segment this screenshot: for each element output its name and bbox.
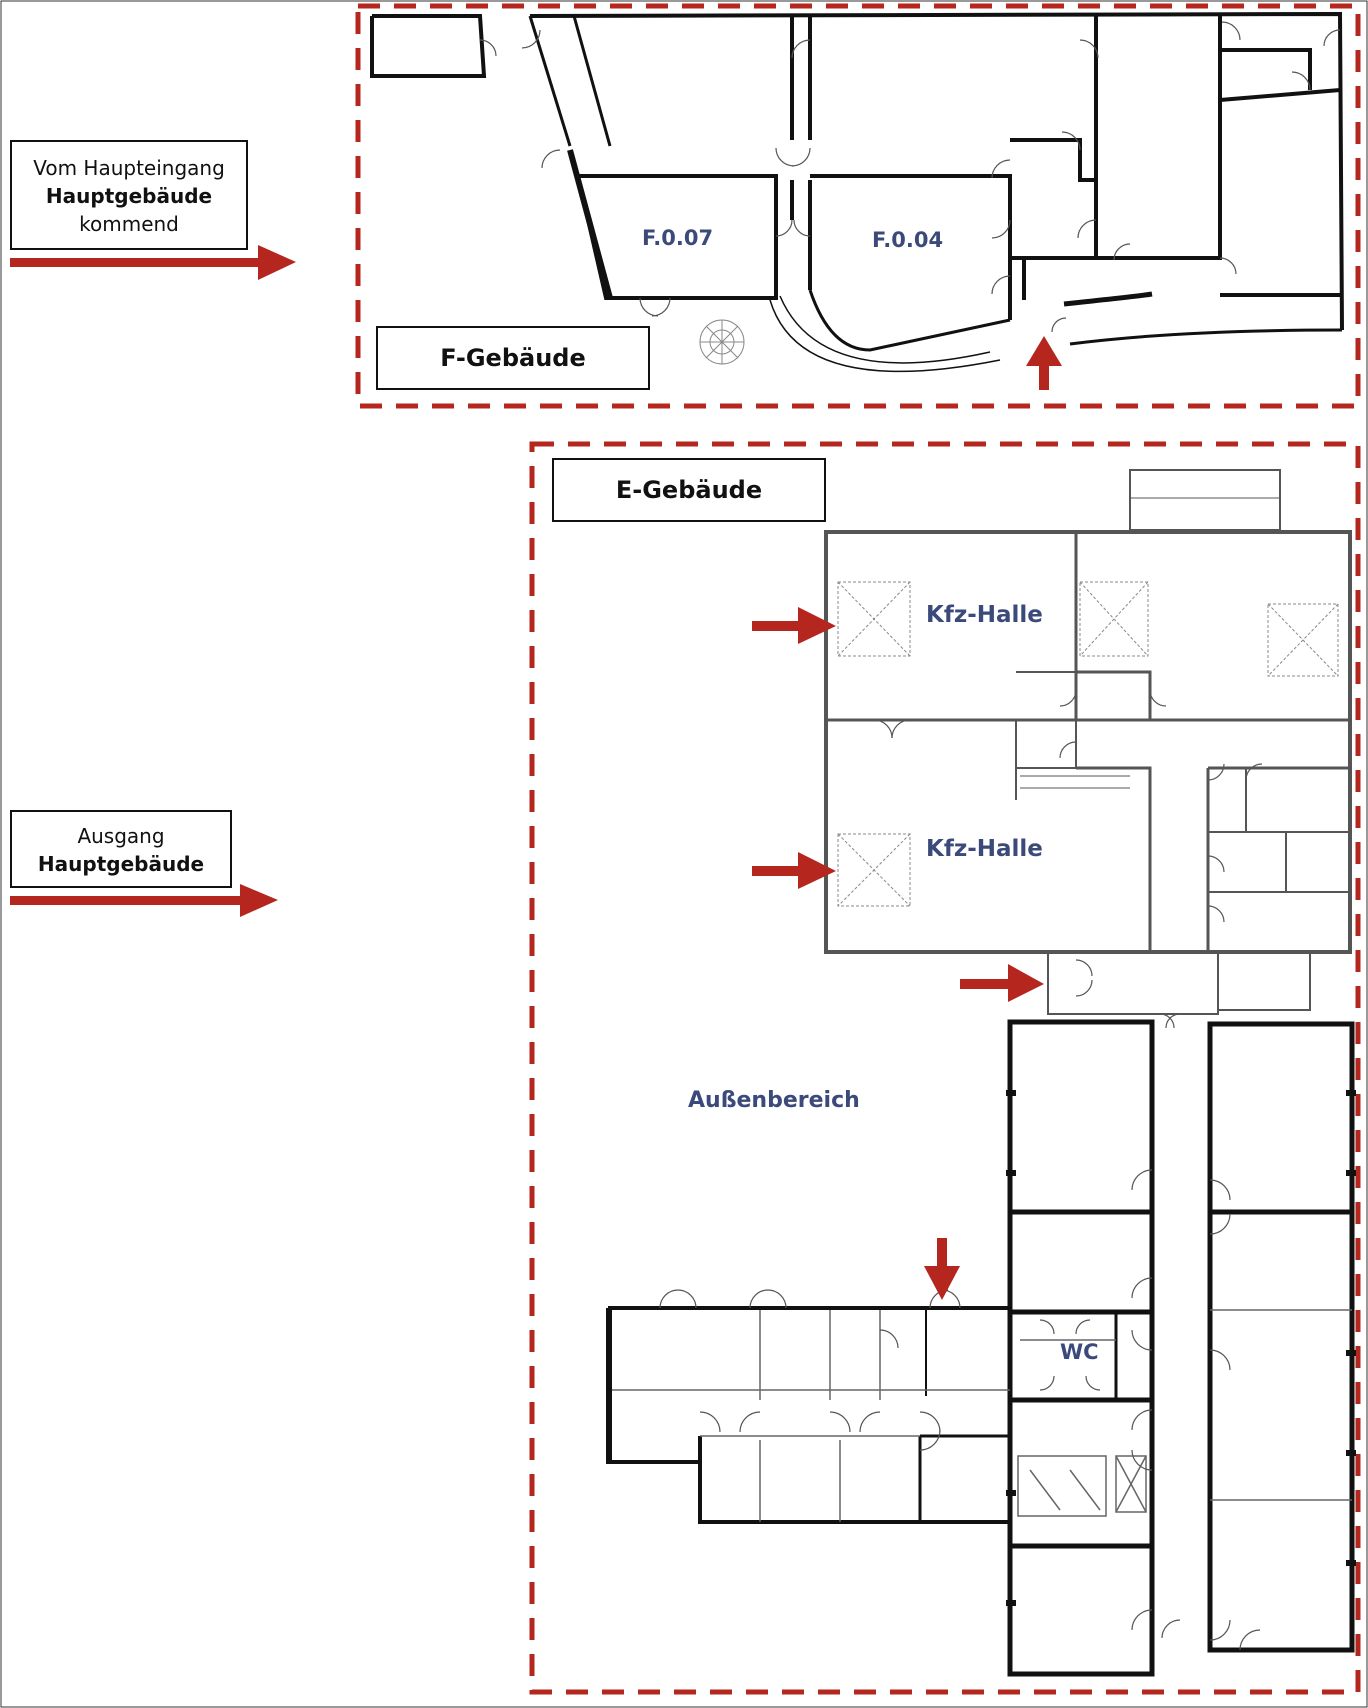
e-building-zone xyxy=(529,441,1361,1695)
red-arrows xyxy=(10,245,1062,1300)
exit-info-box: Ausgang Hauptgebäude xyxy=(10,810,232,888)
arrow-right-icon-kfz-2 xyxy=(752,852,836,889)
vehicle-lift-markings xyxy=(837,581,1339,907)
e-building-label: E-Gebäude xyxy=(552,458,826,522)
e-lower-wing-walls xyxy=(606,1019,1355,1677)
f-door-swings xyxy=(479,21,1341,333)
arrow-down-icon-lower-wing xyxy=(924,1238,960,1300)
arrow-right-icon-entrance xyxy=(10,245,296,280)
exit-line-1: Ausgang xyxy=(77,824,165,848)
room-wc: WC xyxy=(1060,1340,1099,1364)
f-building-zone xyxy=(355,3,1361,409)
room-f004: F.0.04 xyxy=(872,228,944,252)
area-aussenbereich: Außenbereich xyxy=(688,1088,860,1113)
arrow-right-icon-exit xyxy=(10,884,278,917)
room-kfz-halle-1: Kfz-Halle xyxy=(926,602,1043,628)
f-building-label: F-Gebäude xyxy=(376,326,650,390)
entrance-line-2: Hauptgebäude xyxy=(45,184,213,208)
arrow-right-icon-connector xyxy=(960,964,1044,1002)
e-lower-inner-walls xyxy=(610,1309,1352,1522)
entrance-line-3: kommend xyxy=(79,212,179,236)
spiral-stair-icon xyxy=(699,319,745,365)
f-building-walls xyxy=(370,11,1344,373)
window-markers xyxy=(606,1090,1356,1606)
room-f007: F.0.07 xyxy=(642,226,714,250)
exit-line-2: Hauptgebäude xyxy=(37,852,205,876)
e-building-walls xyxy=(824,469,1352,1015)
entrance-info-box: Vom Haupteingang Hauptgebäude kommend xyxy=(10,140,248,250)
e-door-swings xyxy=(659,689,1263,1651)
arrow-right-icon-kfz-1 xyxy=(752,607,836,644)
entrance-line-1: Vom Haupteingang xyxy=(33,156,225,180)
room-kfz-halle-2: Kfz-Halle xyxy=(926,836,1043,862)
arrow-up-icon-f-entrance xyxy=(1026,336,1062,390)
